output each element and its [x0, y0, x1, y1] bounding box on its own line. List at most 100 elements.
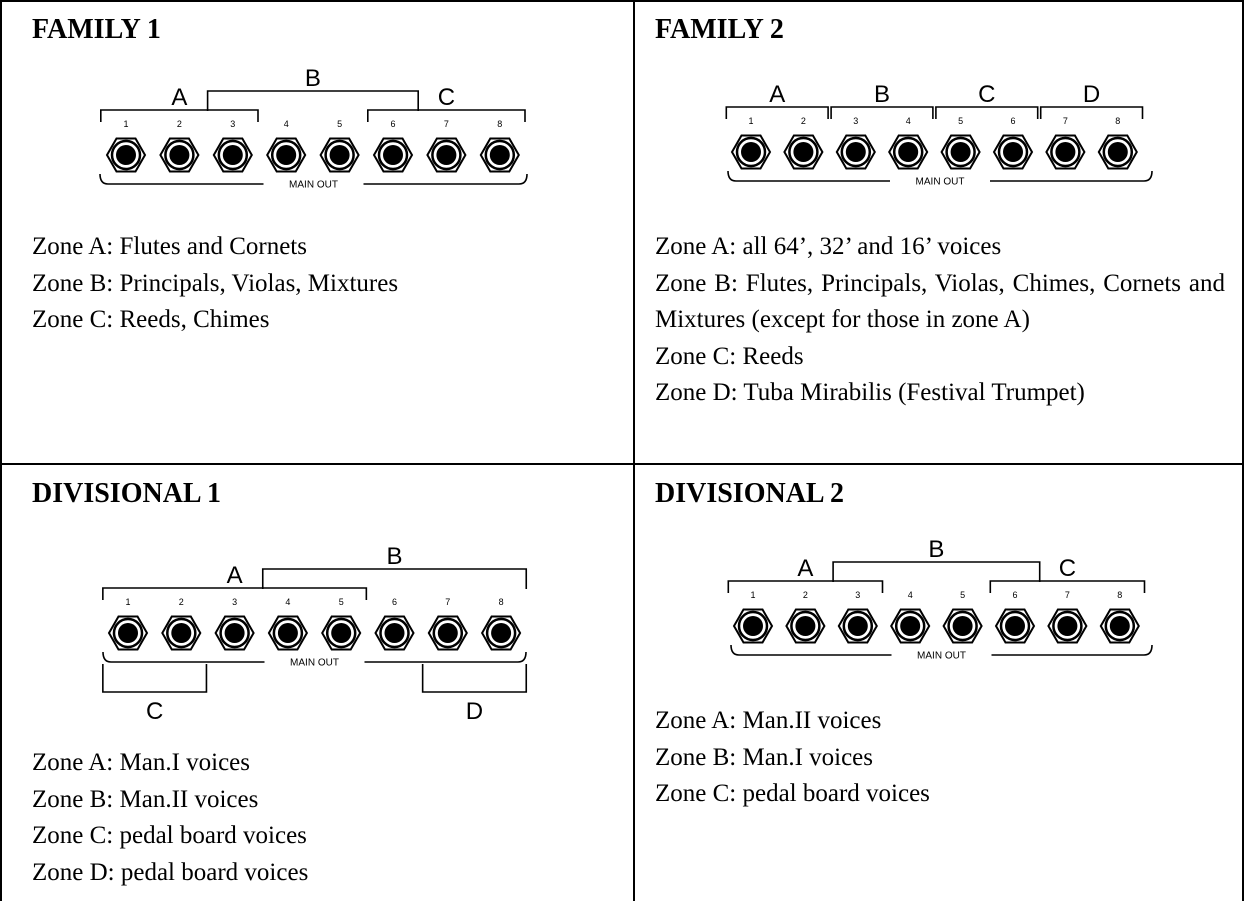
zone-bracket-label: D	[1083, 81, 1100, 108]
jack-nut	[107, 615, 149, 651]
zone-list: Zone A: Flutes and Cornets Zone B: Princ…	[32, 229, 592, 339]
jack-socket	[793, 142, 814, 162]
zone-bracket	[727, 580, 884, 593]
jack-socket	[384, 623, 405, 643]
jack-socket	[118, 623, 138, 643]
jack-nut	[427, 615, 468, 651]
main-out-label: MAIN OUT	[290, 658, 339, 669]
zone-item-b: Zone B: Principals, Violas, Mixtures	[32, 269, 399, 297]
zone-bracket	[102, 587, 368, 600]
jack-nut	[730, 134, 772, 170]
jack-number: 5	[337, 119, 342, 129]
jack-number: 2	[801, 116, 806, 126]
zone-bracket	[367, 109, 526, 122]
jack-nut	[426, 137, 467, 173]
jack-socket	[952, 616, 973, 636]
jack-number: 5	[960, 590, 965, 600]
zone-bracket	[832, 561, 1041, 582]
zone-bracket	[830, 106, 934, 119]
jack-nut	[479, 137, 520, 173]
zone-item-b: Zone B: Man.II voices	[32, 785, 259, 813]
main-out-label: MAIN OUT	[917, 651, 966, 662]
main-out-bracket-right	[990, 170, 1153, 182]
zone-item-c: Zone C: pedal board voices	[32, 822, 307, 849]
jack-number: 6	[392, 597, 397, 607]
zone-list: Zone A: all 64’, 32’ and 16’ voices Zone…	[655, 229, 1225, 412]
jack-number: 2	[179, 597, 184, 607]
jack-socket	[489, 145, 510, 165]
main-out-bracket-right	[991, 644, 1153, 656]
jack-socket	[898, 142, 919, 162]
jack-socket	[383, 145, 403, 165]
jack-number: 7	[444, 119, 449, 129]
zone-bracket-label: C	[978, 81, 995, 108]
zone-bracket-label: C	[1059, 555, 1076, 582]
cell-title: DIVISIONAL 1	[32, 478, 222, 509]
jack-number: 2	[803, 590, 808, 600]
jack-number: 8	[499, 597, 504, 607]
jack-number: 5	[958, 116, 963, 126]
zone-item-a: Zone A: Man.I voices	[32, 749, 251, 776]
jack-socket	[436, 145, 457, 165]
main-out-bracket-left	[730, 644, 892, 656]
jack-socket	[491, 623, 512, 643]
jack-number: 8	[1115, 116, 1120, 126]
jack-number: 1	[748, 116, 753, 126]
jack-socket	[331, 623, 352, 643]
main-out-label: MAIN OUT	[916, 177, 965, 188]
jack-number: 6	[1010, 116, 1015, 126]
jack-nut	[319, 137, 360, 173]
jack-socket	[224, 623, 245, 643]
jack-number: 4	[908, 590, 913, 600]
jack-number: 7	[1065, 590, 1070, 600]
zone-list: Zone A: Man.II voices Zone B: Man.I voic…	[655, 703, 1225, 813]
zone-item-d: Zone D: Tuba Mirabilis (Festival Trumpet…	[655, 379, 1085, 406]
jack-number: 4	[285, 597, 290, 607]
jack-number: 2	[177, 119, 182, 129]
jack-nut	[835, 134, 876, 170]
jack-number: 1	[123, 119, 128, 129]
zone-bracket-label: A	[769, 81, 785, 108]
zone-bracket-label: C	[146, 698, 163, 725]
main-out-bracket-left	[102, 651, 265, 663]
jack-nut	[940, 134, 981, 170]
jack-socket	[222, 145, 243, 165]
jack-socket	[1107, 142, 1128, 162]
zone-bracket-label: B	[305, 65, 321, 92]
jack-nut	[214, 615, 255, 651]
zone-item-a: Zone A: all 64’, 32’ and 16’ voices	[655, 233, 1002, 260]
jack-socket	[795, 616, 816, 636]
jack-socket	[741, 142, 761, 162]
jack-number: 6	[390, 119, 395, 129]
zone-item-a: Zone A: Flutes and Cornets	[32, 233, 307, 260]
jack-socket	[743, 616, 763, 636]
zone-bracket-label: A	[227, 562, 243, 589]
jack-socket	[437, 623, 458, 643]
jack-nut	[372, 137, 414, 173]
zone-bracket	[725, 106, 829, 119]
zone-bracket-label: B	[928, 536, 944, 563]
cell-title: FAMILY 1	[32, 14, 161, 45]
jack-nut	[161, 615, 202, 651]
jack-nut	[1045, 134, 1086, 170]
jack-nut	[994, 608, 1036, 644]
table-border-top	[0, 0, 1244, 2]
main-out-bracket-right	[364, 651, 527, 663]
main-out-bracket-right	[363, 173, 528, 185]
zone-bracket-label: A	[171, 84, 187, 111]
jack-socket	[169, 145, 190, 165]
zone-item-c: Zone C: pedal board voices	[655, 780, 930, 807]
jack-nut	[1099, 608, 1140, 644]
main-out-bracket-left	[99, 173, 264, 185]
jack-nut	[732, 608, 774, 644]
jack-nut	[374, 615, 415, 651]
zone-bracket	[1039, 106, 1144, 119]
jack-nut	[888, 134, 929, 170]
table-border-left	[0, 0, 2, 901]
